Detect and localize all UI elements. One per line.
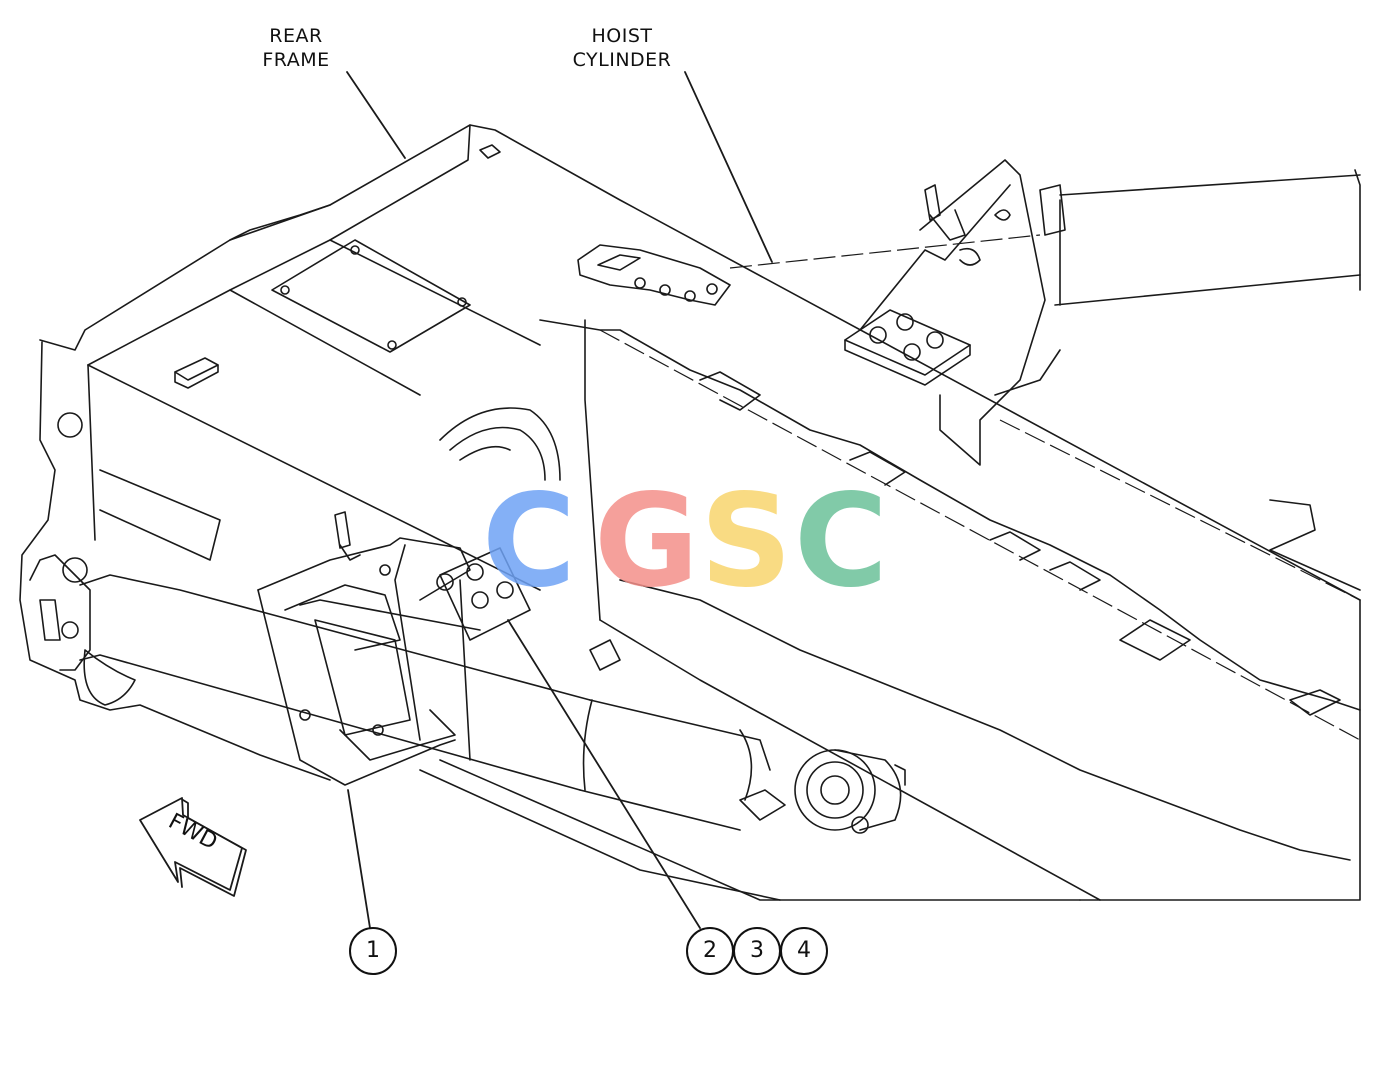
rear-frame-label: REAR FRAME (240, 24, 352, 72)
inspection-plate (174, 239, 471, 389)
hoist-cylinder-label: HOIST CYLINDER (558, 24, 686, 72)
rear-frame (19, 124, 1361, 901)
callout-2: 2 (686, 927, 734, 975)
watermark-letter-g: G (594, 467, 700, 616)
leader-lines (346, 71, 773, 929)
top-bracket (479, 144, 731, 306)
hoist-cylinder-label-line1: HOIST (591, 25, 653, 47)
callout-4: 4 (780, 927, 828, 975)
lower-mounting-bracket (257, 511, 531, 786)
frame-wheel-arc (439, 407, 561, 481)
watermark-letter-c: C (482, 467, 576, 616)
cylinder-rod-end (739, 749, 906, 834)
watermark-letter-c-2: C (794, 467, 888, 616)
fwd-label: FWD (164, 809, 221, 855)
rear-frame-label-line1: REAR (269, 25, 323, 47)
hoist-cylinder-label-line2: CYLINDER (572, 49, 672, 71)
frame-stepped-edge (539, 319, 1361, 861)
watermark-letter-s: S (700, 467, 793, 616)
rear-frame-label-line2: FRAME (262, 49, 330, 71)
upper-mounting-bracket (844, 159, 1061, 466)
dashed-edges (599, 234, 1361, 741)
callout-3: 3 (733, 927, 781, 975)
fwd-arrow (139, 797, 247, 897)
hoist-cylinder-upper (1039, 169, 1361, 306)
callout-1: 1 (349, 927, 397, 975)
